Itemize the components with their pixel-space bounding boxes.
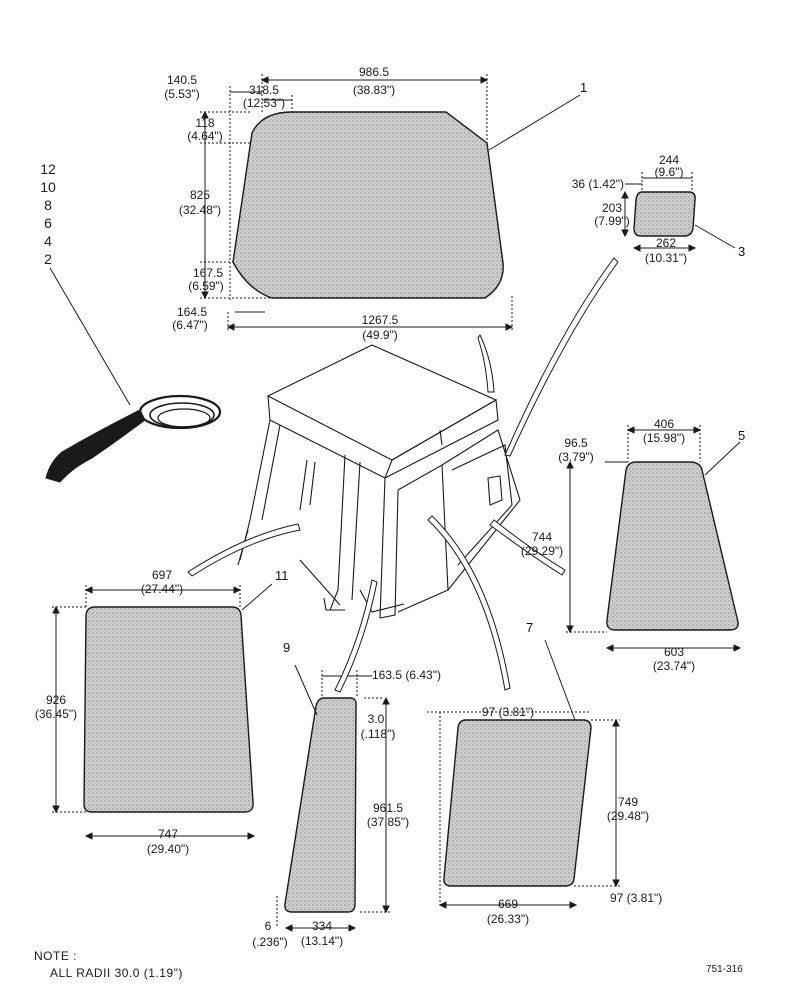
- part-number-11: 11: [275, 568, 289, 583]
- note-block: NOTE : ALL RADII 30.0 (1.19"): [34, 948, 183, 982]
- dim-g11-height-in: (36.45"): [34, 707, 78, 721]
- dim-g5-bottom-width-in: (23.74"): [652, 659, 696, 673]
- dim-g11-top-width: 697: [151, 568, 173, 582]
- dim-g7-bottom-width-in: (26.33"): [486, 912, 530, 926]
- glass-panel-3: [633, 191, 696, 237]
- dim-g1-chamfer-height-in: (4.64"): [187, 129, 223, 143]
- dim-g7-bottom-offset: 97 (3.81"): [610, 891, 663, 905]
- dim-g11-bottom-width: 747: [157, 827, 179, 841]
- dim-g5-height: 744: [531, 530, 553, 544]
- dim-g3-offset: 36 (1.42"): [571, 177, 624, 191]
- quantity-item: 8: [44, 197, 52, 213]
- dim-g1-chamfer-height: 118: [195, 116, 215, 130]
- dim-g1-bottom-width: 1267.5: [361, 313, 399, 327]
- part-number-9: 9: [283, 640, 291, 655]
- dim-g11-height: 926: [45, 693, 67, 707]
- dim-g9-top-width: 163.5 (6.43"): [372, 668, 441, 682]
- dim-g5-top-width: 406: [653, 417, 675, 431]
- dim-g7-height-in: (29.48"): [606, 809, 650, 823]
- dim-g1-bottom-width-in: (49.9"): [362, 328, 398, 342]
- arrow-to-glass-3: [504, 257, 619, 457]
- arrow-to-glass-9: [334, 579, 378, 693]
- quantity-item: 10: [40, 179, 56, 195]
- glass-panel-7: [443, 719, 592, 887]
- part-number-3: 3: [738, 244, 746, 259]
- dim-g5-top-width-in: (15.98"): [642, 431, 686, 445]
- dim-g1-chamfer-width: 318.5: [248, 83, 280, 97]
- dim-g5-offset-in: (3.79"): [558, 450, 594, 464]
- dim-g5-bottom-width: 603: [663, 645, 685, 659]
- dim-g1-bottom-offset: 164.5: [176, 305, 208, 319]
- dim-g1-top-width: 986.5: [358, 65, 390, 79]
- glass-panel-11: [83, 606, 254, 813]
- dim-g9-bottom-offset-in: (.236"): [252, 935, 288, 949]
- dim-g11-top-width-in: (27.44"): [140, 582, 184, 596]
- dim-g1-left-offset-in: (5.53"): [164, 87, 200, 101]
- quantity-item: 4: [44, 233, 52, 249]
- dim-g3-height-in: (7.99"): [594, 214, 630, 228]
- dim-g5-height-in: (29.29"): [520, 544, 564, 558]
- drawing-reference: 751-316: [706, 964, 743, 975]
- dim-g1-lower-chamfer: 167.5: [192, 266, 224, 280]
- dim-g7-height: 749: [617, 795, 639, 809]
- glass-panel-1: [232, 111, 504, 299]
- glass-panel-5: [606, 461, 739, 631]
- dim-g9-bottom-width-in: (13.14"): [300, 934, 344, 948]
- dim-g7-top-offset: 97 (3.81"): [481, 705, 535, 719]
- arrow-to-glass-11: [187, 523, 301, 577]
- arrow-to-glass-7: [427, 515, 511, 691]
- dim-g1-bottom-offset-in: (6.47"): [172, 318, 208, 332]
- dim-g9-bottom-width: 334: [311, 919, 333, 933]
- arrow-to-glass-1: [477, 333, 495, 393]
- dim-g1-height: 825: [189, 188, 211, 202]
- dim-g5-offset: 96.5: [564, 436, 588, 450]
- dim-g3-top-width: 244: [658, 153, 680, 167]
- dim-g1-left-offset: 140.5: [166, 73, 198, 87]
- dim-g9-height-in: (37.85"): [366, 815, 410, 829]
- dim-g1-lower-chamfer-in: (6.59"): [188, 279, 224, 293]
- part-number-5: 5: [738, 428, 746, 443]
- cab-frame-illustration: [237, 344, 521, 619]
- dim-g1-height-in: (32.48"): [178, 203, 222, 217]
- dim-g7-bottom-width: 669: [497, 897, 519, 911]
- dim-g9-top-drop-in: (.118"): [360, 727, 396, 741]
- dim-g11-bottom-width-in: (29.40"): [146, 842, 190, 856]
- quantity-item: 2: [44, 251, 52, 267]
- quantity-item: 12: [40, 161, 56, 177]
- part-number-7: 7: [526, 620, 534, 635]
- quantity-list: 12 10 8 6 4 2: [38, 160, 58, 268]
- dim-g9-bottom-offset: 6: [264, 919, 272, 933]
- dim-g9-top-drop: 3.0: [367, 712, 385, 726]
- part-number-1: 1: [580, 80, 588, 95]
- dim-g3-height: 203: [601, 201, 623, 215]
- dim-g3-bottom-width: 262: [655, 236, 677, 250]
- quantity-item: 6: [44, 215, 52, 231]
- dim-g1-chamfer-width-in: (12.53"): [242, 96, 286, 110]
- arrow-to-glass-5: [489, 519, 566, 576]
- glass-panel-9: [284, 697, 357, 913]
- dim-g9-height: 961.5: [372, 801, 404, 815]
- note-text: ALL RADII 30.0 (1.19"): [50, 966, 183, 980]
- weatherstrip-coil-illustration: [45, 267, 222, 483]
- dim-g3-top-width-in: (9.6"): [654, 165, 684, 179]
- dim-g3-bottom-width-in: (10.31"): [644, 251, 688, 265]
- dim-g1-top-width-in: (38.83"): [352, 83, 396, 97]
- note-heading: NOTE :: [34, 949, 78, 963]
